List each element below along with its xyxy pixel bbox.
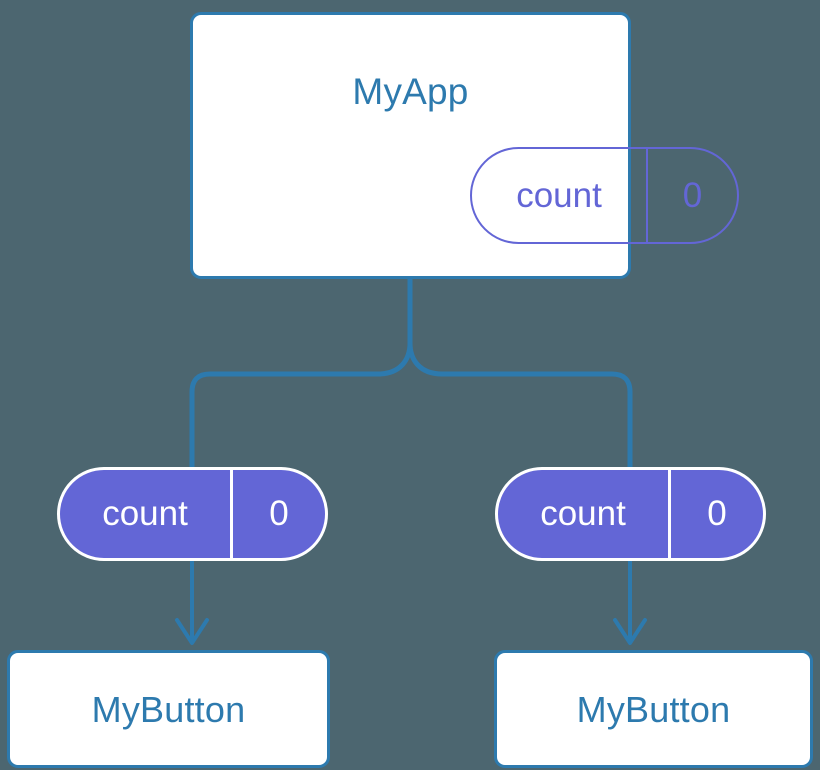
state-pill-root[interactable]: count 0 <box>470 147 739 244</box>
component-node-mybutton-left[interactable]: MyButton <box>7 650 330 768</box>
component-title-mybutton-left: MyButton <box>91 689 246 730</box>
props-pill-right-value: 0 <box>707 494 727 533</box>
component-node-myapp[interactable]: MyApp count 0 <box>190 12 739 279</box>
arrow-head-right-icon <box>613 618 647 645</box>
props-pill-left[interactable]: count 0 <box>57 467 328 561</box>
props-pill-right-key: count <box>498 470 671 558</box>
state-pill-root-value: 0 <box>682 175 703 215</box>
arrow-head-left-icon <box>175 618 209 645</box>
state-pill-root-key: count <box>472 149 648 242</box>
component-title-myapp: MyApp <box>352 71 469 112</box>
component-node-mybutton-right[interactable]: MyButton <box>494 650 813 768</box>
props-pill-right[interactable]: count 0 <box>495 467 766 561</box>
component-title-mybutton-right: MyButton <box>576 689 731 730</box>
connector-branch-right <box>407 342 633 468</box>
connector-branch-left <box>189 342 413 468</box>
props-pill-left-key: count <box>60 470 233 558</box>
props-pill-left-value: 0 <box>269 494 289 533</box>
